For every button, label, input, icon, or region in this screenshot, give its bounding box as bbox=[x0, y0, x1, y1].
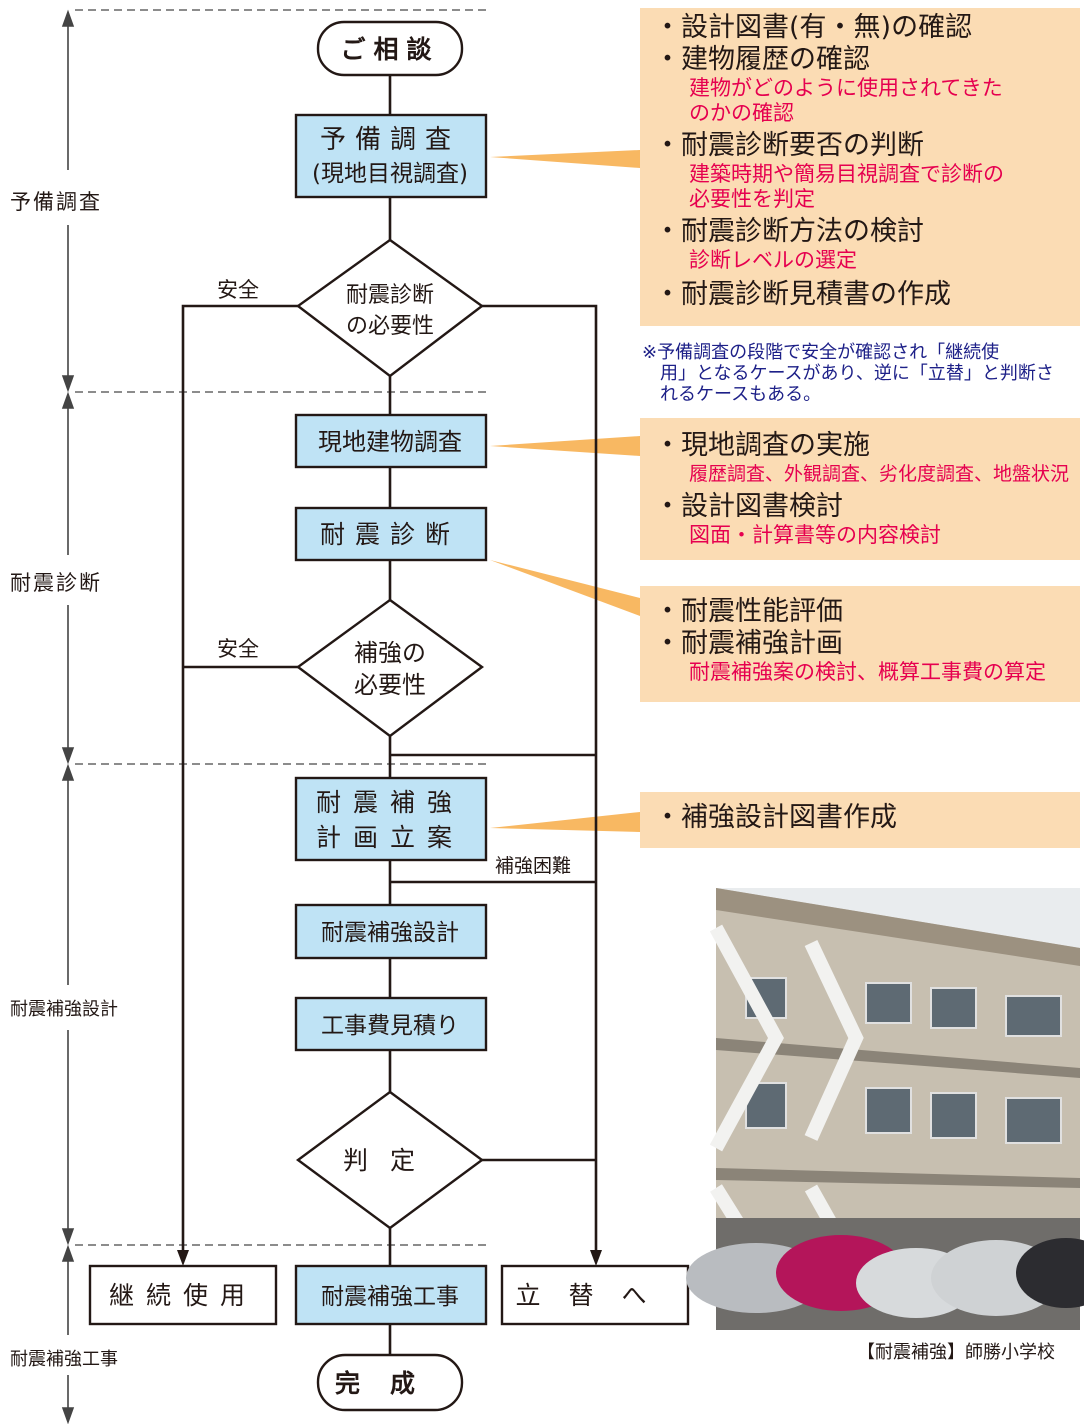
rebuild-label: 立替へ bbox=[515, 1281, 674, 1310]
flow-arrowheads bbox=[177, 1250, 602, 1266]
diagnosis-label: 耐震診断 bbox=[320, 520, 460, 549]
prelim-label-2: (現地目視調査) bbox=[312, 161, 468, 187]
panel-design: ・補強設計図書作成 bbox=[640, 792, 1080, 848]
start-label: ご相談 bbox=[340, 35, 439, 64]
panel1-sub: 必要性を判定 bbox=[689, 187, 815, 211]
panel1-item: ・建物履歴の確認 bbox=[654, 44, 870, 75]
panel4-item: ・補強設計図書作成 bbox=[654, 802, 897, 833]
panel-diagnosis: ・耐震性能評価 ・耐震補強計画 耐震補強案の検討、概算工事費の算定 bbox=[640, 586, 1080, 702]
panel3-item: ・耐震性能評価 bbox=[654, 596, 843, 627]
decision2-label-2: 必要性 bbox=[354, 671, 426, 699]
decision-need-diagnosis bbox=[295, 238, 485, 378]
end-label: 完成 bbox=[335, 1369, 445, 1398]
estimate-box bbox=[294, 996, 488, 1052]
panel2-sub: 履歴調査、外観調査、劣化度調査、地盤状況 bbox=[689, 463, 1070, 485]
decision-need-reinforcement bbox=[295, 598, 485, 738]
prelim-label-1: 予備調査 bbox=[320, 125, 460, 155]
panel3-sub: 耐震補強案の検討、概算工事費の算定 bbox=[689, 660, 1046, 684]
decision-judgement bbox=[295, 1090, 485, 1230]
plan-label-1: 耐震補強 bbox=[316, 788, 464, 817]
panel3-item: ・耐震補強計画 bbox=[654, 628, 843, 659]
site-survey-label: 現地建物調査 bbox=[318, 428, 462, 456]
phase-construction: 耐震補強工事 bbox=[10, 1349, 118, 1370]
continue-use-box bbox=[88, 1264, 278, 1326]
panel1-sub: 建物がどのように使用されてきた bbox=[689, 76, 1003, 100]
branch-safe-1: 安全 bbox=[217, 278, 259, 302]
panel2-item: ・現地調査の実施 bbox=[654, 430, 870, 461]
judge-label: 判定 bbox=[343, 1146, 437, 1175]
panel1-item: ・耐震診断要否の判断 bbox=[654, 130, 924, 161]
diagnosis-box bbox=[294, 506, 488, 562]
note-line: れるケースもある。 bbox=[660, 384, 822, 405]
design-label: 耐震補強設計 bbox=[321, 920, 459, 946]
callout-pointers bbox=[490, 150, 640, 832]
panel1-item: ・耐震診断見積書の作成 bbox=[654, 279, 951, 310]
branch-difficult: 補強困難 bbox=[495, 855, 572, 877]
branch-safe-2: 安全 bbox=[217, 637, 259, 661]
note-line: 用」となるケースがあり、逆に「立替」と判断さ bbox=[660, 363, 1054, 384]
end-terminator bbox=[316, 1353, 464, 1412]
panel1-item: ・耐震診断方法の検討 bbox=[654, 216, 924, 247]
panel2-sub: 図面・計算書等の内容検討 bbox=[689, 523, 941, 547]
panel1-item: ・設計図書(有・無)の確認 bbox=[654, 12, 973, 43]
note-line: ※予備調査の段階で安全が確認され「継続使 bbox=[642, 342, 1000, 363]
estimate-label: 工事費見積り bbox=[321, 1013, 459, 1039]
panel-site-survey: ・現地調査の実施 履歴調査、外観調査、劣化度調査、地盤状況 ・設計図書検討 図面… bbox=[640, 418, 1080, 560]
panel-preliminary: ・設計図書(有・無)の確認 ・建物履歴の確認 建物がどのように使用されてきた の… bbox=[640, 8, 1080, 326]
photo-caption: 【耐震補強】師勝小学校 bbox=[857, 1342, 1055, 1363]
phase-diagnosis: 耐震診断 bbox=[10, 571, 102, 595]
note: ※予備調査の段階で安全が確認され「継続使 用」となるケースがあり、逆に「立替」と… bbox=[642, 342, 1054, 405]
phase-span-arrows bbox=[61, 9, 75, 1424]
prelim-box bbox=[294, 113, 488, 199]
plan-label-2: 計画立案 bbox=[316, 823, 464, 852]
building-photo bbox=[686, 888, 1084, 1330]
design-box bbox=[294, 903, 488, 960]
construction-box bbox=[294, 1264, 488, 1326]
decision1-label-1: 耐震診断 bbox=[346, 283, 434, 308]
decision1-label-2: の必要性 bbox=[346, 314, 434, 339]
connectors bbox=[181, 75, 598, 1355]
panel1-sub: 診断レベルの選定 bbox=[689, 248, 857, 272]
rebuild-box bbox=[500, 1264, 690, 1326]
phase-design: 耐震補強設計 bbox=[10, 999, 118, 1020]
panel1-sub: 建築時期や簡易目視調査で診断の bbox=[689, 162, 1004, 186]
construction-label: 耐震補強工事 bbox=[321, 1284, 459, 1310]
panel2-item: ・設計図書検討 bbox=[654, 491, 843, 522]
panel1-sub: のかの確認 bbox=[689, 101, 794, 125]
phase-preliminary: 予備調査 bbox=[10, 190, 102, 214]
continue-use-label: 継続使用 bbox=[109, 1281, 257, 1310]
phase-dividers bbox=[75, 9, 490, 1246]
site-survey-box bbox=[294, 413, 488, 469]
decision2-label-1: 補強の bbox=[354, 639, 426, 667]
start-terminator bbox=[316, 20, 464, 77]
plan-box bbox=[294, 776, 488, 862]
